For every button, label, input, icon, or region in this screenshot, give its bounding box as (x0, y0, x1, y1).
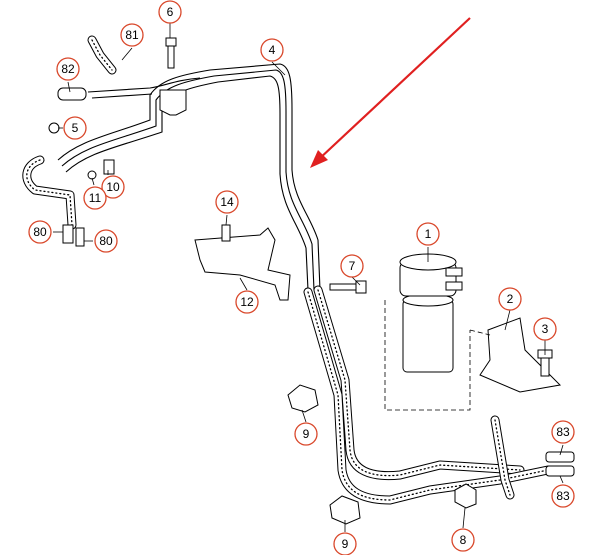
callout-14: 14 (215, 190, 239, 214)
hose-clamp-9-lower (329, 495, 361, 525)
bolt-7 (329, 280, 367, 294)
fuel-filter (384, 253, 471, 411)
callout-5: 5 (63, 116, 87, 140)
callout-9-upper: 9 (294, 422, 318, 446)
svg-text:2: 2 (507, 292, 514, 306)
svg-text:10: 10 (106, 180, 120, 194)
right-connectors (545, 451, 575, 477)
callout-2: 2 (498, 287, 522, 311)
hose-clamp-9-upper (287, 384, 319, 413)
svg-text:80: 80 (99, 234, 113, 248)
svg-text:5: 5 (72, 121, 79, 135)
svg-text:7: 7 (349, 259, 356, 273)
svg-text:1: 1 (425, 227, 432, 241)
callout-10: 10 (101, 175, 125, 199)
svg-text:82: 82 (61, 62, 75, 76)
svg-text:6: 6 (167, 5, 174, 19)
red-indicator-arrow (310, 17, 471, 168)
callout-7: 7 (340, 254, 364, 278)
callout-6: 6 (158, 0, 182, 24)
callout-80-left: 80 (28, 220, 52, 244)
hose-clamp-8 (454, 483, 477, 509)
svg-text:11: 11 (89, 191, 102, 205)
callout-11: 11 (83, 186, 107, 210)
left-fuel-hose (22, 35, 117, 230)
left-fittings (48, 87, 115, 247)
callout-12: 12 (235, 290, 259, 314)
svg-text:81: 81 (125, 28, 139, 42)
callout-81: 81 (120, 23, 144, 47)
mounting-bracket (194, 224, 291, 301)
svg-text:83: 83 (556, 425, 570, 439)
callout-82: 82 (56, 57, 80, 81)
flexible-fuel-hoses (303, 285, 553, 505)
svg-text:12: 12 (240, 295, 254, 309)
callout-80-right: 80 (94, 229, 118, 253)
callout-83-lower: 83 (551, 484, 575, 508)
svg-text:8: 8 (460, 533, 467, 547)
svg-text:9: 9 (303, 427, 310, 441)
svg-text:9: 9 (342, 537, 349, 551)
callout-9-lower: 9 (333, 532, 357, 555)
svg-text:4: 4 (269, 43, 276, 57)
callout-8: 8 (451, 528, 475, 552)
rigid-fuel-pipes (57, 63, 321, 291)
svg-text:14: 14 (220, 195, 234, 209)
callout-3: 3 (533, 317, 557, 341)
callout-4: 4 (260, 38, 284, 62)
callout-1: 1 (416, 222, 440, 246)
svg-text:3: 3 (542, 322, 549, 336)
svg-text:80: 80 (33, 225, 47, 239)
bolt-6 (159, 37, 187, 116)
leader-lines (53, 23, 564, 532)
callout-83-upper: 83 (551, 420, 575, 444)
svg-text:83: 83 (556, 489, 570, 503)
callouts: 1 2 3 4 5 6 7 8 9 9 10 11 12 14 80 80 81… (28, 0, 575, 555)
filter-bracket (469, 317, 562, 393)
